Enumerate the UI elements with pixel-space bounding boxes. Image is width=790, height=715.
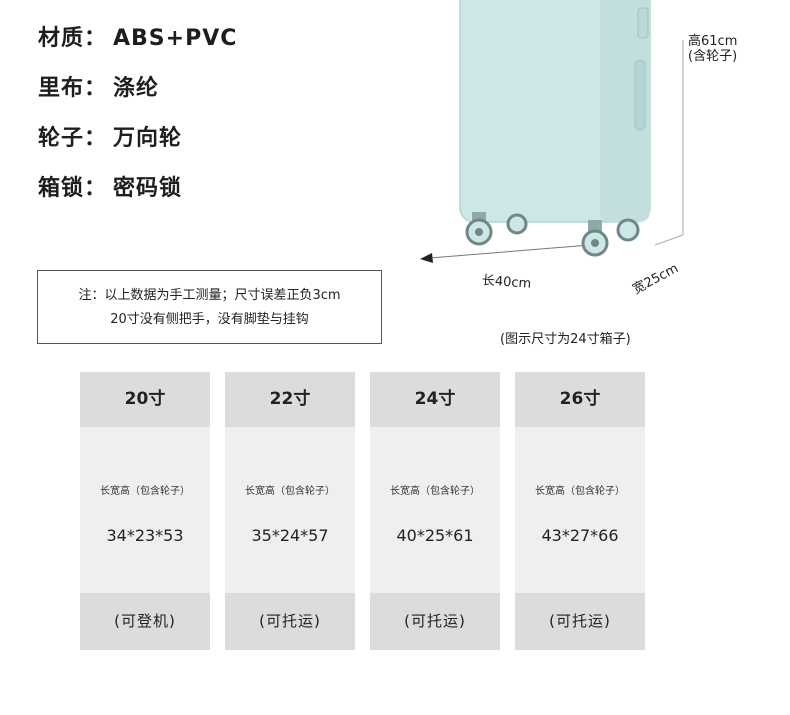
spec-label: 里布： [38, 76, 108, 101]
image-caption: (图示尺寸为24寸箱子) [500, 332, 631, 347]
wheel-icon [581, 220, 609, 257]
length-guide-line [429, 244, 591, 259]
size-note: (可托运) [370, 593, 500, 650]
side-handle [634, 59, 646, 131]
spec-value: 密码锁 [113, 176, 183, 201]
size-card-22: 22寸 长宽高（包含轮子） 35*24*57 (可托运) [225, 372, 355, 650]
size-dimensions: 35*24*57 [251, 526, 329, 545]
lock-icon [637, 7, 649, 39]
spec-value: 万向轮 [113, 126, 183, 151]
size-dimensions: 43*27*66 [541, 526, 619, 545]
length-label: 长40cm [481, 273, 532, 292]
size-dimensions: 40*25*61 [396, 526, 474, 545]
size-card-24: 24寸 长宽高（包含轮子） 40*25*61 (可托运) [370, 372, 500, 650]
depth-guide-line [654, 234, 684, 246]
size-subtitle: 长宽高（包含轮子） [535, 486, 625, 497]
spec-value: 涤纶 [113, 76, 160, 101]
size-subtitle: 长宽高（包含轮子） [100, 486, 190, 497]
wheel-icon [465, 212, 493, 246]
spec-material: 材质：ABS+PVC [38, 20, 237, 52]
size-card-20: 20寸 长宽高（包含轮子） 34*23*53 (可登机) [80, 372, 210, 650]
size-name: 20寸 [80, 372, 210, 427]
spec-label: 材质： [38, 26, 108, 51]
note-line: 注：以上数据为手工测量；尺寸误差正负3cm [78, 288, 341, 303]
height-label: 高61cm [688, 34, 738, 49]
size-subtitle: 长宽高（包含轮子） [245, 486, 335, 497]
height-note: (含轮子) [688, 49, 738, 64]
measurement-note: 注：以上数据为手工测量；尺寸误差正负3cm 20寸没有侧把手，没有脚垫与挂钩 [37, 270, 382, 344]
spec-wheels: 轮子：万向轮 [38, 120, 182, 152]
spec-label: 轮子： [38, 126, 108, 151]
spec-label: 箱锁： [38, 176, 108, 201]
spec-lining: 里布：涤纶 [38, 70, 159, 102]
size-subtitle: 长宽高（包含轮子） [390, 486, 480, 497]
size-note: (可登机) [80, 593, 210, 650]
arrow-icon [420, 253, 433, 263]
spec-value: ABS+PVC [113, 26, 238, 51]
note-line: 20寸没有侧把手，没有脚垫与挂钩 [110, 312, 309, 327]
size-name: 24寸 [370, 372, 500, 427]
size-note: (可托运) [225, 593, 355, 650]
wheel-icon [506, 213, 528, 235]
size-card-26: 26寸 长宽高（包含轮子） 43*27*66 (可托运) [515, 372, 645, 650]
size-name: 26寸 [515, 372, 645, 427]
spec-lock: 箱锁：密码锁 [38, 170, 182, 202]
suitcase-illustration [420, 0, 684, 263]
size-dimensions: 34*23*53 [106, 526, 184, 545]
suitcase-side [600, 0, 650, 222]
wheel-icon [616, 218, 640, 242]
size-note: (可托运) [515, 593, 645, 650]
size-name: 22寸 [225, 372, 355, 427]
